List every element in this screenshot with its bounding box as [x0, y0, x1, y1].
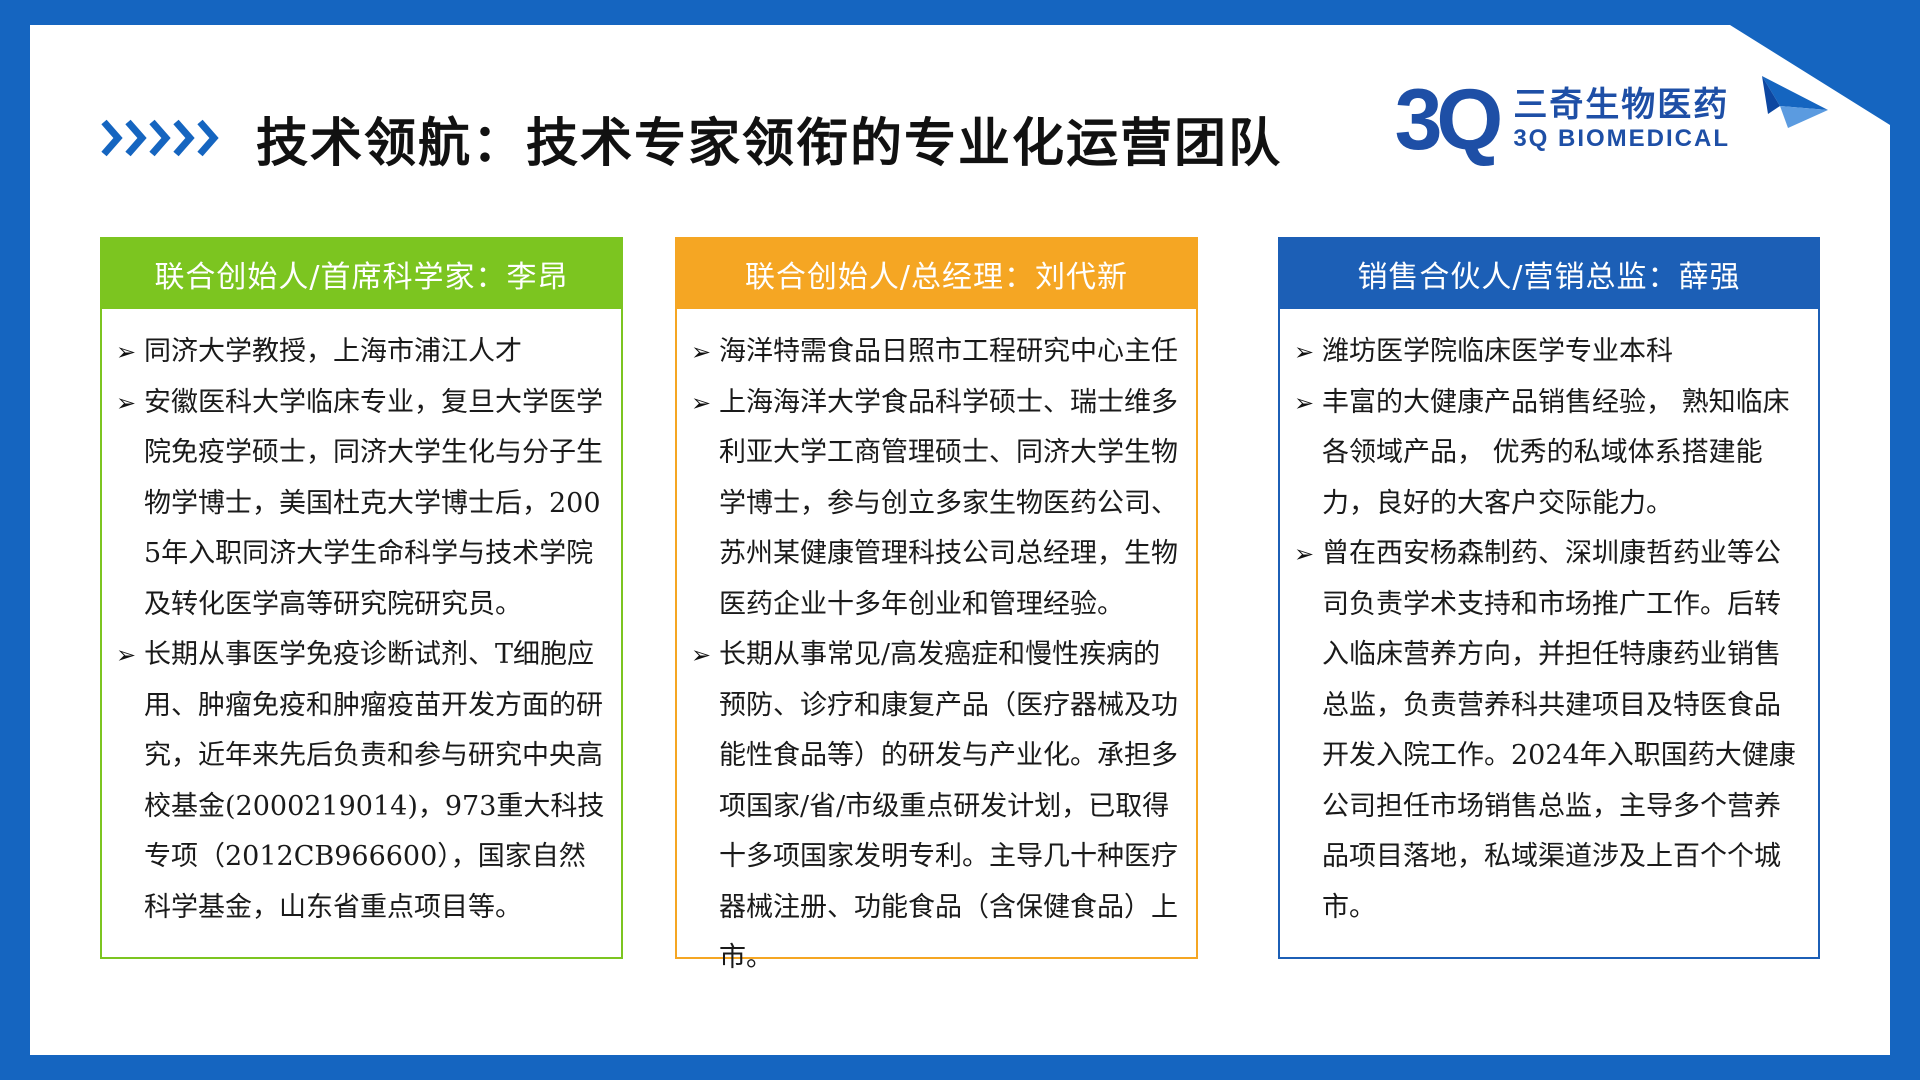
- arrow-right-icon: ➢: [116, 338, 137, 366]
- logo-text: 三奇生物医药 3Q BIOMEDICAL: [1513, 85, 1730, 154]
- bullet-text: 安徽医科大学临床专业，复旦大学医学院免疫学硕士，同济大学生化与分子生物学博士，美…: [144, 386, 603, 620]
- list-item: ➢ 安徽医科大学临床专业，复旦大学医学院免疫学硕士，同济大学生化与分子生物学博士…: [116, 378, 605, 631]
- list-item: ➢ 同济大学教授，上海市浦江人才: [116, 327, 605, 378]
- bullet-text: 海洋特需食品日照市工程研究中心主任: [719, 336, 1178, 367]
- list-item: ➢ 潍坊医学院临床医学专业本科: [1294, 327, 1802, 378]
- team-cards: 联合创始人/首席科学家：李昂 ➢ 同济大学教授，上海市浦江人才 ➢ 安徽医科大学…: [100, 237, 1820, 973]
- header: 技术领航：技术专家领衔的专业化运营团队: [100, 83, 1282, 193]
- card-heading: 销售合伙人/营销总监：薛强: [1280, 239, 1818, 309]
- team-card-xue-qiang: 销售合伙人/营销总监：薛强 ➢ 潍坊医学院临床医学专业本科 ➢ 丰富的大健康产品…: [1278, 237, 1820, 959]
- page-title: 技术领航：技术专家领衔的专业化运营团队: [256, 113, 1283, 174]
- bullet-text: 同济大学教授，上海市浦江人才: [144, 336, 522, 367]
- list-item: ➢ 长期从事医学免疫诊断试剂、T细胞应用、肿瘤免疫和肿瘤疫苗开发方面的研究，近年…: [116, 630, 605, 933]
- paper-plane-icon: [1760, 70, 1830, 134]
- list-item: ➢ 丰富的大健康产品销售经验， 熟知临床各领域产品， 优秀的私域体系搭建能力，良…: [1294, 378, 1802, 530]
- card-heading: 联合创始人/首席科学家：李昂: [102, 239, 621, 309]
- list-item: ➢ 上海海洋大学食品科学硕士、瑞士维多利亚大学工商管理硕士、同济大学生物学博士，…: [691, 378, 1180, 631]
- card-body: ➢ 潍坊医学院临床医学专业本科 ➢ 丰富的大健康产品销售经验， 熟知临床各领域产…: [1280, 309, 1818, 933]
- double-chevron-right-icon: [100, 116, 230, 160]
- logo-name-en: 3Q BIOMEDICAL: [1513, 125, 1730, 153]
- card-body: ➢ 海洋特需食品日照市工程研究中心主任 ➢ 上海海洋大学食品科学硕士、瑞士维多利…: [677, 309, 1196, 984]
- team-card-li-ang: 联合创始人/首席科学家：李昂 ➢ 同济大学教授，上海市浦江人才 ➢ 安徽医科大学…: [100, 237, 623, 959]
- card-body: ➢ 同济大学教授，上海市浦江人才 ➢ 安徽医科大学临床专业，复旦大学医学院免疫学…: [102, 309, 621, 933]
- bullet-text: 长期从事医学免疫诊断试剂、T细胞应用、肿瘤免疫和肿瘤疫苗开发方面的研究，近年来先…: [144, 639, 605, 923]
- company-logo: 3Q 三奇生物医药 3Q BIOMEDICAL: [1395, 77, 1730, 163]
- slide: 技术领航：技术专家领衔的专业化运营团队 3Q 三奇生物医药 3Q BIOMEDI…: [30, 25, 1890, 1055]
- card-heading: 联合创始人/总经理：刘代新: [677, 239, 1196, 309]
- bullet-text: 潍坊医学院临床医学专业本科: [1322, 336, 1673, 367]
- list-item: ➢ 长期从事常见/高发癌症和慢性疾病的预防、诊疗和康复产品（医疗器械及功能性食品…: [691, 630, 1180, 984]
- bullet-text: 上海海洋大学食品科学硕士、瑞士维多利亚大学工商管理硕士、同济大学生物学博士，参与…: [719, 386, 1178, 620]
- arrow-right-icon: ➢: [691, 388, 712, 417]
- arrow-right-icon: ➢: [691, 338, 712, 366]
- bullet-text: 丰富的大健康产品销售经验， 熟知临床各领域产品， 优秀的私域体系搭建能力，良好的…: [1322, 386, 1790, 519]
- team-card-liu-daixin: 联合创始人/总经理：刘代新 ➢ 海洋特需食品日照市工程研究中心主任 ➢ 上海海洋…: [675, 237, 1198, 973]
- arrow-right-icon: ➢: [1294, 540, 1315, 568]
- arrow-right-icon: ➢: [116, 641, 137, 669]
- arrow-right-icon: ➢: [1294, 338, 1315, 366]
- list-item: ➢ 曾在西安杨森制药、深圳康哲药业等公司负责学术支持和市场推广工作。后转入临床营…: [1294, 529, 1802, 933]
- logo-name-cn: 三奇生物医药: [1513, 85, 1730, 126]
- arrow-right-icon: ➢: [1294, 388, 1315, 417]
- bullet-text: 长期从事常见/高发癌症和慢性疾病的预防、诊疗和康复产品（医疗器械及功能性食品等）…: [719, 639, 1178, 973]
- bullet-text: 曾在西安杨森制药、深圳康哲药业等公司负责学术支持和市场推广工作。后转入临床营养方…: [1322, 538, 1796, 923]
- arrow-right-icon: ➢: [691, 641, 712, 669]
- logo-mark: 3Q: [1394, 72, 1504, 168]
- arrow-right-icon: ➢: [116, 388, 137, 417]
- list-item: ➢ 海洋特需食品日照市工程研究中心主任: [691, 327, 1180, 378]
